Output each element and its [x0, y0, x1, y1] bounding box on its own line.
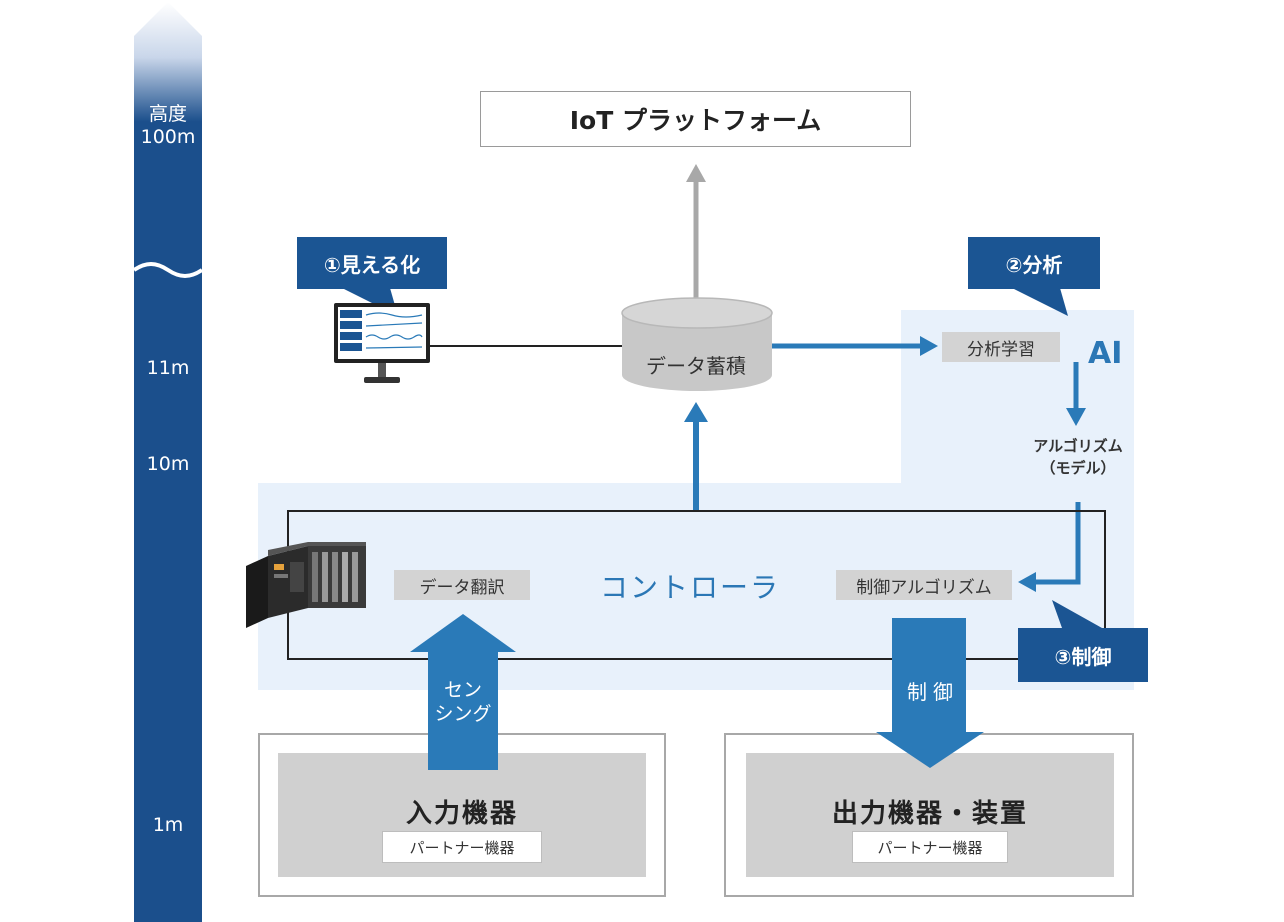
- controller-hardware-icon: [246, 542, 366, 628]
- sensing-label: セン シング: [418, 678, 508, 726]
- step-visualize-tag: ①見える化: [297, 237, 447, 289]
- data-translation-tag: データ翻訳: [394, 570, 530, 600]
- sensing-line-1: セン: [443, 679, 482, 701]
- scale-label-10m: 10m: [146, 453, 190, 475]
- step-analyze-tag: ②分析: [968, 237, 1100, 289]
- algorithm-model-label: アルゴリズム （モデル）: [1010, 435, 1146, 479]
- sensing-line-2: シング: [434, 703, 492, 725]
- height-scale-bar: [134, 2, 202, 922]
- input-device-title: 入力機器: [405, 799, 518, 829]
- scale-label-1m: 1m: [152, 814, 184, 836]
- input-partner-label: パートナー機器: [382, 831, 542, 863]
- control-arrow: [876, 618, 984, 768]
- analysis-learning-tag: 分析学習: [942, 332, 1060, 362]
- output-device-title: 出力機器・装置: [831, 799, 1028, 829]
- input-device-panel: 入力機器 パートナー機器: [278, 753, 646, 877]
- arrow-to-iot: [686, 164, 706, 182]
- data-storage-label: データ蓄積: [646, 354, 746, 378]
- sensing-arrow: [410, 614, 516, 770]
- controller-label: コントローラ: [600, 571, 781, 604]
- scale-label-100m: 100m: [140, 126, 196, 148]
- control-flow-label: 制御: [907, 680, 959, 704]
- iot-platform-box: IoT プラットフォーム: [480, 91, 911, 147]
- control-algorithm-tag: 制御アルゴリズム: [836, 570, 1012, 600]
- scale-label-altitude: 高度: [148, 103, 187, 125]
- output-partner-label: パートナー機器: [852, 831, 1008, 863]
- control-tag-pointer: [1052, 600, 1102, 628]
- database-cylinder-icon: [621, 297, 773, 391]
- output-device-panel: 出力機器・装置 パートナー機器: [746, 753, 1114, 877]
- monitor-icon: [334, 303, 430, 383]
- scale-label-11m: 11m: [146, 357, 190, 379]
- analyze-tag-pointer: [1012, 288, 1068, 316]
- algorithm-line: アルゴリズム: [1033, 437, 1123, 455]
- step-control-tag: ③制御: [1018, 628, 1148, 682]
- model-line: （モデル）: [1040, 459, 1116, 477]
- ai-label: AI: [1088, 336, 1123, 371]
